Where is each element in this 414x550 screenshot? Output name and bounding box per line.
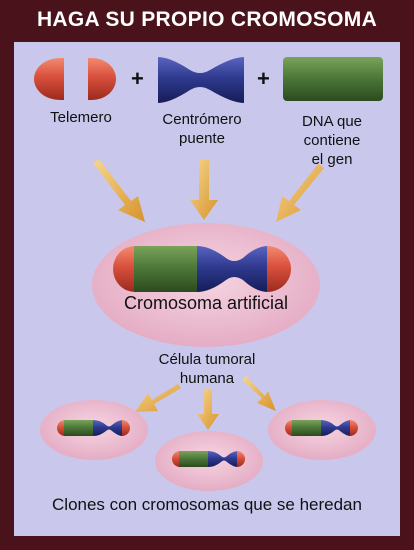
clone-cell-center (155, 431, 263, 491)
label-tumor-cell: Célula tumoral humana (158, 351, 256, 387)
arrow-dna (276, 164, 324, 222)
arrow-clone-right (242, 376, 276, 411)
main-chromosome (113, 246, 291, 292)
arrow-telomere (93, 159, 145, 222)
label-centromere: Centrómero puente (162, 111, 242, 147)
arrow-centromere (190, 160, 218, 220)
dna-piece (283, 57, 383, 101)
label-dna: DNA que contiene el gen (301, 113, 363, 168)
plus-sign: + (131, 66, 144, 91)
arrow-clone-center (197, 390, 219, 430)
clone-cell-left (40, 400, 148, 460)
label-artificial-chromosome: Cromosoma artificial (123, 293, 289, 313)
telomere-piece (34, 58, 116, 100)
clone-cell-right (268, 400, 376, 460)
centromere-piece (158, 57, 244, 103)
footer-caption: Clones con cromosomas que se heredan (52, 495, 362, 514)
plus-sign: + (257, 66, 270, 91)
label-telomere: Telemero (50, 109, 112, 126)
arrow-clone-left (135, 384, 181, 412)
page-title: HAGA SU PROPIO CROMOSOMA (36, 8, 378, 31)
